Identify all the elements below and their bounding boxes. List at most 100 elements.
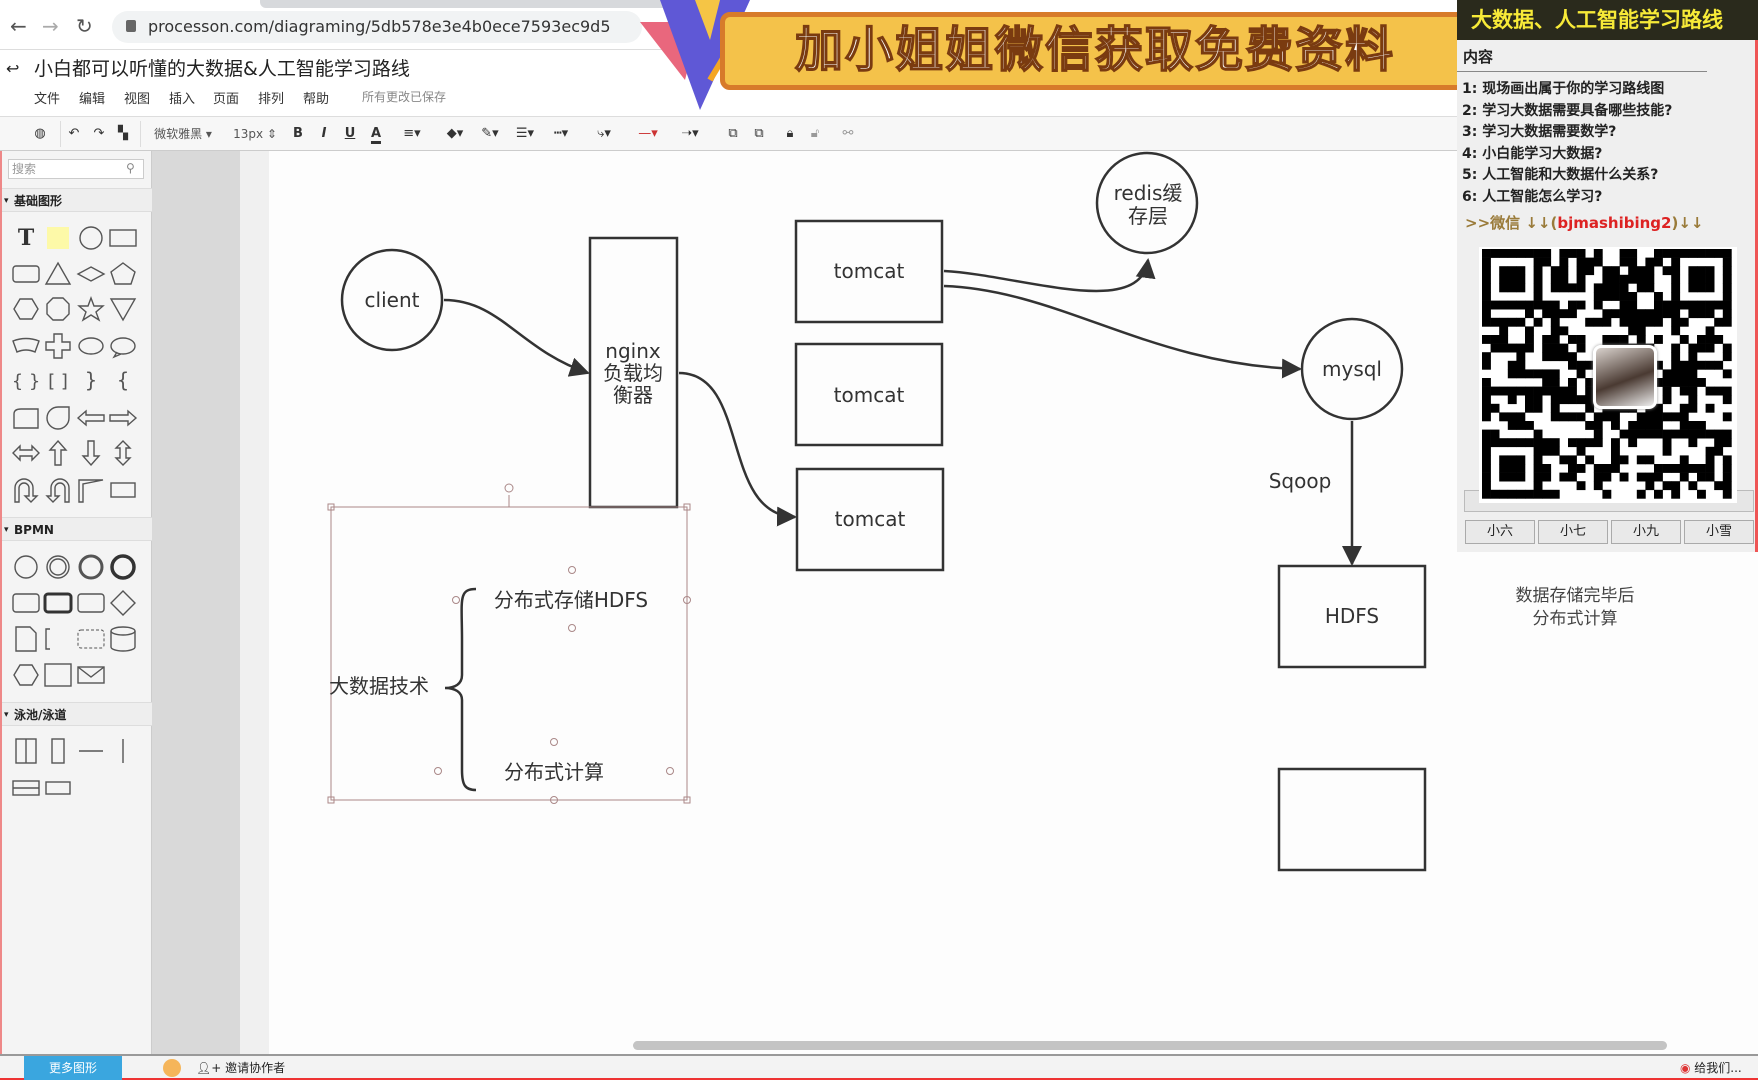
shape-left-brace-icon[interactable]: {: [117, 368, 130, 392]
shape-inverted-triangle-icon[interactable]: [109, 298, 137, 322]
shape-circle-icon[interactable]: [79, 226, 103, 250]
shape-brackets-icon[interactable]: [ ]: [48, 371, 68, 392]
arrow-tomcat-redis[interactable]: [943, 258, 1156, 293]
address-bar[interactable]: processon.com/diagraming/5db578e3e4b0ece…: [112, 11, 642, 43]
shape-cross-icon[interactable]: [45, 333, 71, 359]
mysql-node[interactable]: [1300, 317, 1404, 421]
bring-front-icon[interactable]: ⧉: [728, 126, 738, 141]
shape-speech-bubble-icon[interactable]: [110, 337, 136, 359]
browser-tab[interactable]: [260, 0, 680, 8]
ad-banner[interactable]: 加小姐姐微信获取免费资料: [640, 0, 1470, 110]
shape-task-icon[interactable]: [12, 593, 40, 613]
shape-right-brace-icon[interactable]: }: [85, 368, 98, 392]
tab-xiaoqi[interactable]: 小七: [1538, 520, 1608, 544]
italic-button[interactable]: I: [321, 126, 327, 141]
shape-style-icon[interactable]: ◍: [34, 126, 46, 141]
shape-data-object-icon[interactable]: [15, 626, 37, 652]
font-size-select[interactable]: 13px ⇕: [233, 127, 277, 141]
shape-rounded-rect-icon[interactable]: [12, 265, 40, 283]
brace-shape[interactable]: [444, 587, 477, 792]
tab-xiaoxue[interactable]: 小雪: [1684, 520, 1754, 544]
font-color-button[interactable]: A: [370, 124, 382, 144]
shape-diamond-icon[interactable]: [76, 266, 106, 282]
shape-hexagon-icon[interactable]: [13, 298, 39, 320]
connector-style-icon[interactable]: ⤷▾: [597, 126, 611, 141]
fill-color-icon[interactable]: ◆▾: [446, 126, 464, 141]
feedback-button[interactable]: ◉ 给我们...: [1680, 1059, 1742, 1076]
undo-icon[interactable]: ↶: [68, 126, 80, 141]
unlock-icon[interactable]: 🔓︎: [810, 126, 820, 141]
resize-handle[interactable]: [683, 503, 691, 511]
horizontal-scrollbar[interactable]: [633, 1041, 1667, 1050]
document-title[interactable]: 小白都可以听懂的大数据&人工智能学习路线: [34, 58, 410, 80]
menu-page[interactable]: 页面: [212, 92, 240, 107]
invite-button[interactable]: 👤︎+ 邀请协作者: [196, 1059, 285, 1076]
shape-braces-icon[interactable]: { }: [12, 371, 41, 392]
menu-help[interactable]: 帮助: [302, 92, 330, 107]
shape-u-turn-arrow-left-icon[interactable]: [45, 478, 70, 503]
shape-triangle-icon[interactable]: [44, 261, 72, 285]
shape-group-icon[interactable]: [77, 629, 105, 649]
shape-horizontal-pool-icon[interactable]: [12, 780, 40, 796]
shape-start-event-icon[interactable]: [14, 555, 38, 579]
client-node[interactable]: [340, 248, 444, 352]
redis-node[interactable]: [1095, 151, 1199, 255]
shape-cloud-icon[interactable]: [78, 337, 104, 355]
tomcat-node-3[interactable]: [795, 467, 945, 572]
section-basic-shapes[interactable]: 基础图形: [2, 188, 152, 213]
bold-button[interactable]: B: [293, 126, 303, 141]
format-painter-icon[interactable]: ▚: [118, 126, 128, 141]
resize-handle[interactable]: [683, 796, 691, 804]
back-icon[interactable]: ←: [10, 14, 27, 38]
shape-intermediate-event-icon[interactable]: [46, 555, 70, 579]
shape-annotation-icon[interactable]: [45, 628, 50, 650]
shape-up-arrow-icon[interactable]: [48, 439, 68, 466]
user-avatar[interactable]: [163, 1059, 181, 1077]
lock-icon[interactable]: 🔒︎: [786, 126, 794, 141]
search-icon[interactable]: ⚲: [126, 161, 135, 175]
shape-down-arrow-icon[interactable]: [81, 440, 101, 467]
shape-corner-icon[interactable]: [78, 479, 104, 503]
shape-hexagon-icon[interactable]: [13, 664, 39, 686]
shape-end-event-icon[interactable]: [110, 554, 136, 580]
shape-rectangle-icon[interactable]: [109, 229, 137, 247]
tab-xiaojiu[interactable]: 小九: [1611, 520, 1681, 544]
menu-file[interactable]: 文件: [33, 92, 61, 107]
shape-message-icon[interactable]: [77, 666, 105, 684]
line-dash-icon[interactable]: ┅▾: [553, 126, 569, 141]
shape-u-turn-arrow-icon[interactable]: [14, 478, 39, 503]
section-swimlane[interactable]: 泳池/泳道: [2, 702, 152, 727]
resize-handle[interactable]: [327, 796, 335, 804]
shape-left-arrow-icon[interactable]: [76, 409, 105, 427]
menu-edit[interactable]: 编辑: [78, 92, 106, 107]
shape-note-icon[interactable]: [47, 227, 69, 249]
search-input[interactable]: 搜索: [8, 159, 144, 179]
shape-vertical-pool-icon[interactable]: [15, 738, 37, 764]
shape-horizontal-lane-icon[interactable]: [45, 781, 71, 795]
shape-drop-icon[interactable]: [46, 406, 70, 430]
shape-rounded-tab-icon[interactable]: [13, 408, 39, 429]
resize-handle[interactable]: [550, 796, 558, 804]
note-text[interactable]: 数据存储完毕后分布式计算: [1480, 585, 1670, 631]
shape-banner-icon[interactable]: [12, 337, 40, 353]
underline-button[interactable]: U: [344, 126, 356, 141]
arrow-nginx-tomcat[interactable]: [678, 371, 797, 527]
tab-xiaoliu[interactable]: 小六: [1465, 520, 1535, 544]
shape-right-arrow-icon[interactable]: [109, 409, 138, 427]
shape-gateway-icon[interactable]: [110, 590, 136, 616]
shape-star-icon[interactable]: [77, 296, 105, 322]
more-shapes-button[interactable]: 更多图形: [24, 1056, 122, 1080]
send-back-icon[interactable]: ⧉: [754, 126, 764, 141]
arrow-end-icon[interactable]: ➝▾: [681, 126, 699, 141]
link-icon[interactable]: ⚯: [842, 126, 854, 141]
shape-subprocess-icon[interactable]: [77, 593, 105, 613]
redo-icon[interactable]: ↷: [93, 126, 105, 141]
forward-icon[interactable]: →: [42, 14, 59, 38]
arrow-tomcat-mysql[interactable]: [943, 284, 1302, 379]
shape-small-rect-icon[interactable]: [110, 482, 136, 498]
align-icon[interactable]: ≡▾: [403, 126, 421, 141]
line-color-icon[interactable]: ✎▾: [481, 126, 499, 141]
shape-data-store-icon[interactable]: [110, 626, 136, 652]
shape-double-arrow-icon[interactable]: [12, 444, 40, 462]
font-family-select[interactable]: 微软雅黑 ▾: [154, 127, 212, 141]
